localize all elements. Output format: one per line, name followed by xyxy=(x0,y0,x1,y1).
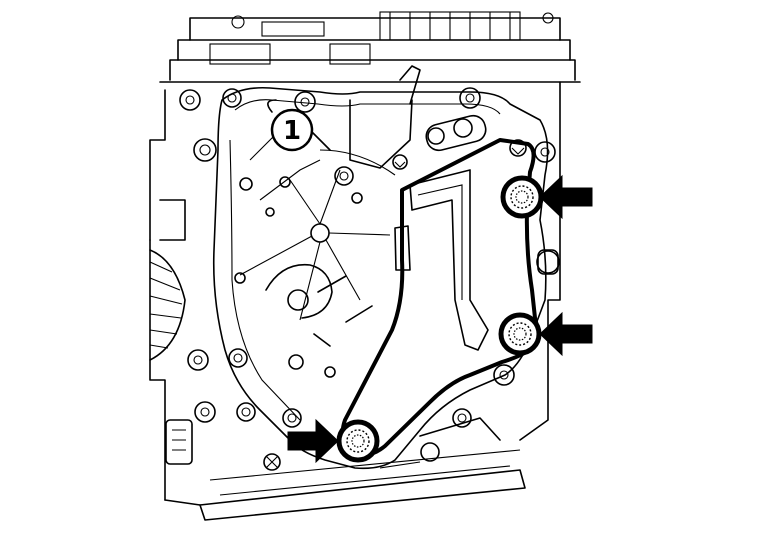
seal-ring-middle xyxy=(498,312,542,356)
cover-details xyxy=(234,65,487,378)
black-arrow-icon xyxy=(287,418,339,464)
bottom-details xyxy=(209,417,521,496)
gasket-bead-line xyxy=(340,138,539,457)
timing-cover xyxy=(212,86,549,470)
perimeter-bolts xyxy=(179,87,560,428)
seal-ring-lower xyxy=(336,419,380,463)
left-gear xyxy=(149,199,281,471)
top-ribs xyxy=(209,11,554,65)
gasket-tab xyxy=(394,225,411,271)
black-arrow-icon xyxy=(539,311,593,357)
callout-label: 1 xyxy=(283,116,301,146)
black-arrow-icon xyxy=(539,174,593,220)
callout-1: 1 xyxy=(267,99,331,152)
engine-block-outline xyxy=(149,17,581,521)
seal-ring-upper xyxy=(500,175,544,219)
